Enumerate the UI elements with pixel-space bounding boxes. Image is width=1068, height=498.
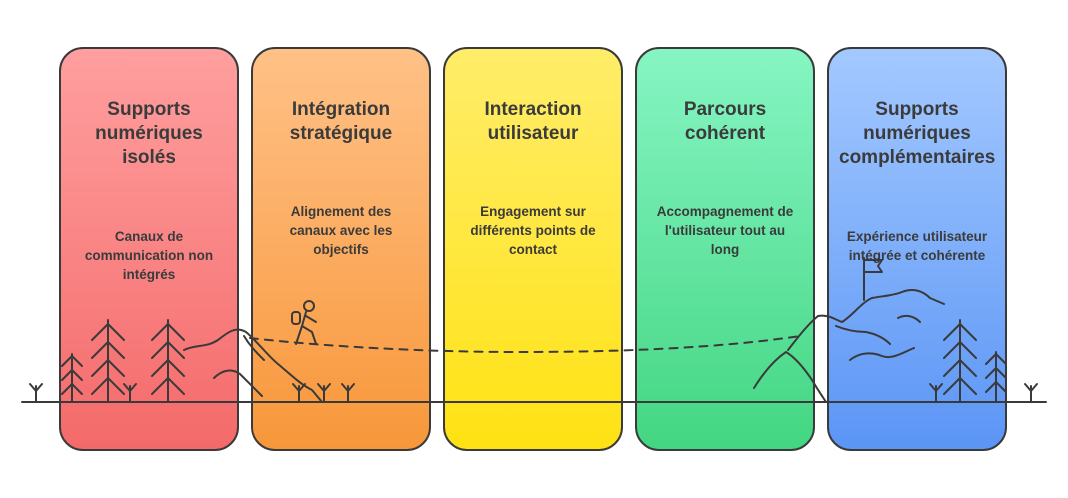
step-1-desc-line: communication non <box>84 248 214 263</box>
step-3-title-line: utilisateur <box>487 123 579 144</box>
step-5-description: Expérience utilisateur intégrée et cohér… <box>841 227 993 265</box>
step-5-title-line: Supports <box>875 99 959 120</box>
step-4-desc-line: long <box>710 242 740 257</box>
step-card-3: Interaction utilisateur Engagement sur d… <box>443 47 623 451</box>
step-3-desc-line: Engagement sur <box>480 204 586 219</box>
step-1-title-line: Supports <box>107 99 191 120</box>
step-5-desc-line: Expérience utilisateur <box>846 229 988 244</box>
mountain-icon <box>897 314 921 323</box>
mountain-icon <box>753 351 827 403</box>
step-2-title: Intégration stratégique <box>263 98 419 146</box>
step-3-desc-line: différents points de <box>470 223 596 238</box>
step-1-title-line: isolés <box>122 147 176 168</box>
step-1-desc-line: Canaux de <box>114 229 184 244</box>
mountain-icon <box>787 289 945 351</box>
step-card-5: Supports numériques complémentaires Expé… <box>827 47 1007 451</box>
step-4-desc-line: l'utilisateur tout au <box>664 223 786 238</box>
step-2-desc-line: Alignement des <box>290 204 392 219</box>
pine-tree-icon <box>943 319 977 403</box>
grass-icon <box>29 383 1038 403</box>
mountain-icon <box>243 335 265 361</box>
step-2-desc-line: canaux avec les <box>289 223 393 238</box>
step-5-title-line: numériques <box>863 123 971 144</box>
step-2-description: Alignement des canaux avec les objectifs <box>265 202 417 259</box>
step-4-title-line: cohérent <box>684 123 766 144</box>
step-3-title-line: Interaction <box>484 99 582 120</box>
step-card-2: Intégration stratégique Alignement des c… <box>251 47 431 451</box>
step-3-title: Interaction utilisateur <box>455 98 611 146</box>
mountain-icon <box>835 325 891 345</box>
step-3-description: Engagement sur différents points de cont… <box>457 202 609 259</box>
step-5-title: Supports numériques complémentaires <box>839 98 995 170</box>
step-4-description: Accompagnement de l'utilisateur tout au … <box>649 202 801 259</box>
step-5-title-line: complémentaires <box>839 147 996 168</box>
step-4-title: Parcours cohérent <box>647 98 803 146</box>
step-4-desc-line: Accompagnement de <box>656 204 794 219</box>
hiker-icon <box>291 300 317 345</box>
mountain-icon <box>183 328 323 403</box>
flag-icon <box>863 257 883 301</box>
mountain-icon <box>849 347 915 361</box>
grass-icon <box>123 383 137 403</box>
step-1-title-line: numériques <box>95 123 203 144</box>
mountain-icon <box>213 369 263 397</box>
step-2-desc-line: objectifs <box>313 242 369 257</box>
pine-tree-icon <box>985 351 1007 403</box>
step-5-desc-line: intégrée et cohérente <box>848 248 986 263</box>
step-1-description: Canaux de communication non intégrés <box>73 227 225 284</box>
step-1-desc-line: intégrés <box>122 267 176 282</box>
step-card-4: Parcours cohérent Accompagnement de l'ut… <box>635 47 815 451</box>
step-2-title-line: Intégration <box>291 99 391 120</box>
step-4-title-line: Parcours <box>683 99 767 120</box>
step-1-title: Supports numériques isolés <box>71 98 227 170</box>
pine-tree-icon <box>91 319 125 403</box>
step-3-desc-line: contact <box>508 242 557 257</box>
pine-tree-icon <box>61 353 83 403</box>
pine-tree-icon <box>151 319 185 403</box>
step-2-title-line: stratégique <box>289 123 393 144</box>
step-card-1: Supports numériques isolés Canaux de com… <box>59 47 239 451</box>
journey-path <box>249 335 801 353</box>
